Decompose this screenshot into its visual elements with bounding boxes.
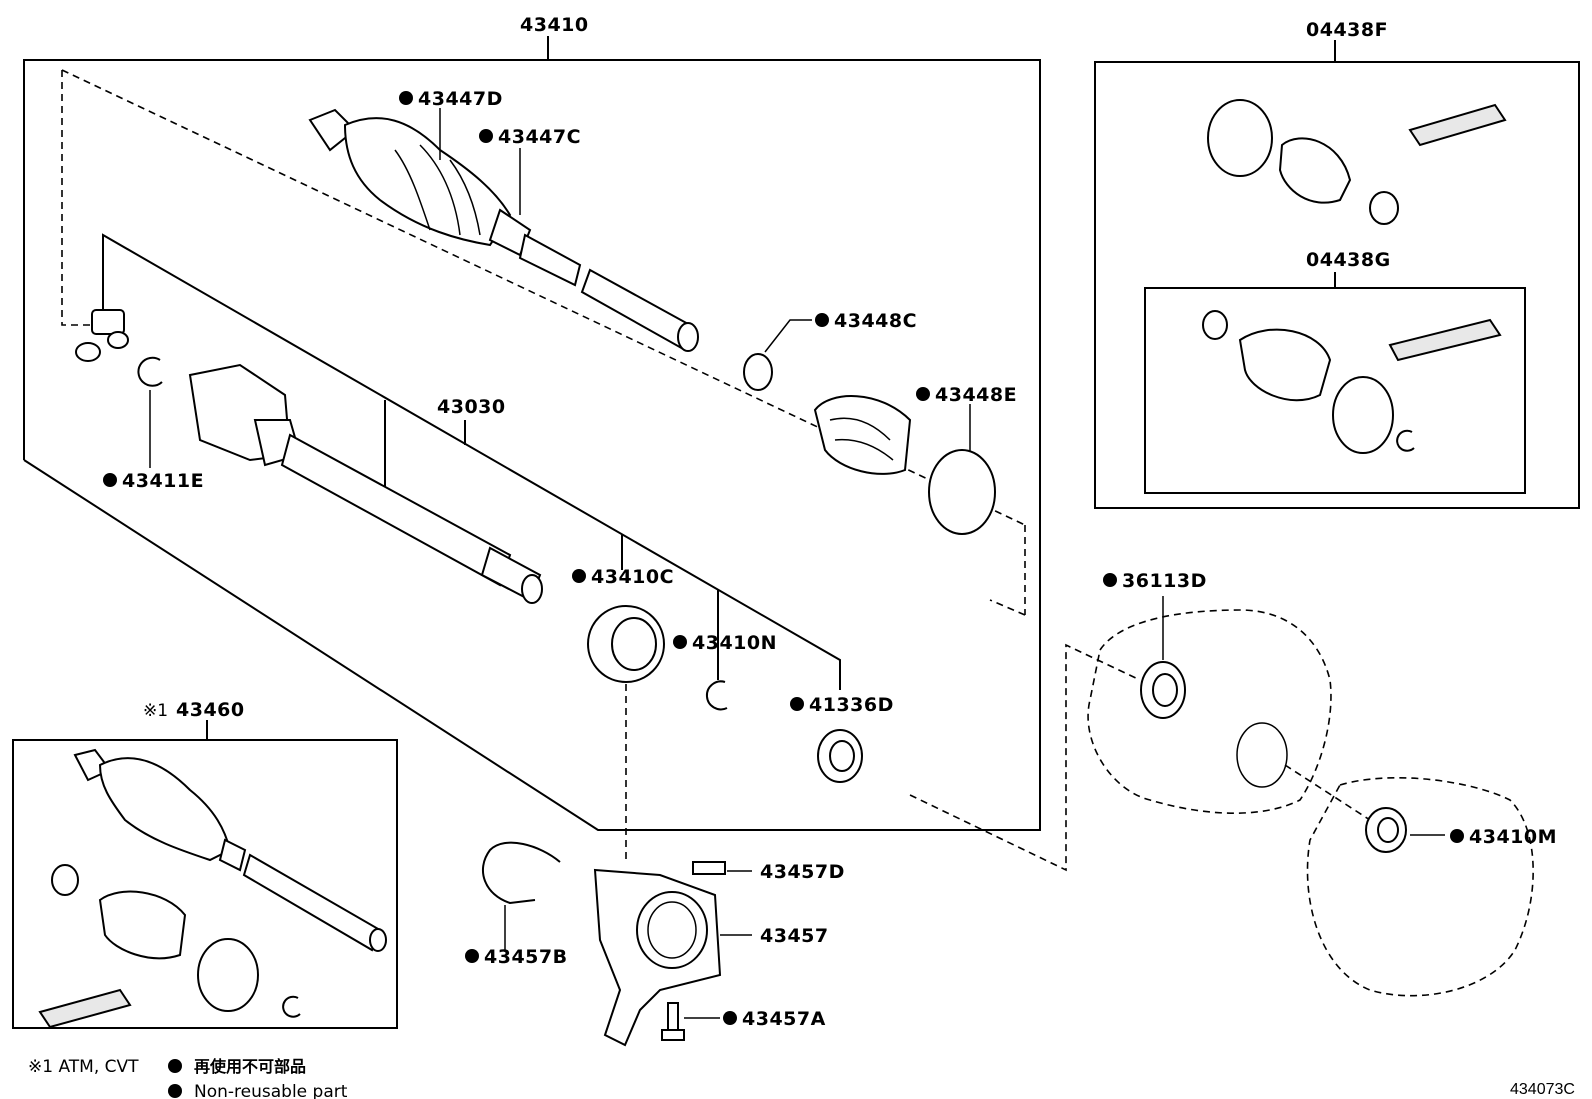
bullet-43447d bbox=[399, 91, 413, 105]
footnote-atm-cvt: ※1 ATM, CVT bbox=[28, 1057, 139, 1077]
snap-ring-43411e bbox=[103, 356, 163, 487]
transaxle-case bbox=[1087, 573, 1534, 997]
label-43448e: 43448E bbox=[935, 384, 1017, 406]
label-43447c: 43447C bbox=[498, 126, 581, 148]
label-43457b: 43457B bbox=[484, 946, 568, 968]
label-43457d: 43457D bbox=[760, 861, 845, 883]
label-43030: 43030 bbox=[437, 396, 506, 418]
bullet-43447c bbox=[479, 129, 493, 143]
centerline-seal bbox=[909, 643, 1141, 872]
label-43410c: 43410C bbox=[591, 566, 674, 588]
label-36113d: 36113D bbox=[1122, 570, 1207, 592]
label-43460-prefix: ※1 bbox=[143, 701, 168, 721]
inboard-joint-shaft bbox=[188, 363, 543, 604]
outboard-joint-shaft bbox=[308, 108, 699, 352]
label-43447d: 43447D bbox=[418, 88, 503, 110]
legend-bullet-en bbox=[168, 1084, 182, 1098]
bearing-43410c bbox=[572, 569, 665, 683]
label-43460: 43460 bbox=[176, 699, 245, 721]
label-04438g: 04438G bbox=[1306, 249, 1391, 271]
tripod-joint bbox=[75, 309, 129, 362]
label-43410: 43410 bbox=[520, 14, 589, 36]
snap-ring-43410n bbox=[673, 635, 728, 711]
label-41336d: 41336D bbox=[809, 694, 894, 716]
label-43448c: 43448C bbox=[834, 310, 917, 332]
legend-non-reusable-jp: 再使用不可部品 bbox=[194, 1057, 306, 1076]
label-04438f: 04438F bbox=[1306, 19, 1388, 41]
boot-43448e bbox=[813, 387, 996, 535]
kit-04438f-frame bbox=[1094, 40, 1580, 509]
bearing-bracket-43457 bbox=[465, 841, 752, 1047]
assembly-43460-frame bbox=[12, 720, 398, 1029]
label-43410m: 43410M bbox=[1469, 826, 1557, 848]
boot-clamp-43448c bbox=[743, 313, 829, 391]
legend-bullet-jp bbox=[168, 1059, 182, 1073]
label-43457: 43457 bbox=[760, 925, 829, 947]
label-43410n: 43410N bbox=[692, 632, 777, 654]
legend-non-reusable-en: Non-reusable part bbox=[194, 1082, 348, 1099]
figure-id: 434073C bbox=[1510, 1081, 1575, 1098]
assembly-43410-frame bbox=[23, 36, 1041, 831]
label-43411e: 43411E bbox=[122, 470, 204, 492]
label-43457a: 43457A bbox=[742, 1008, 826, 1030]
seal-41336d bbox=[790, 697, 863, 783]
